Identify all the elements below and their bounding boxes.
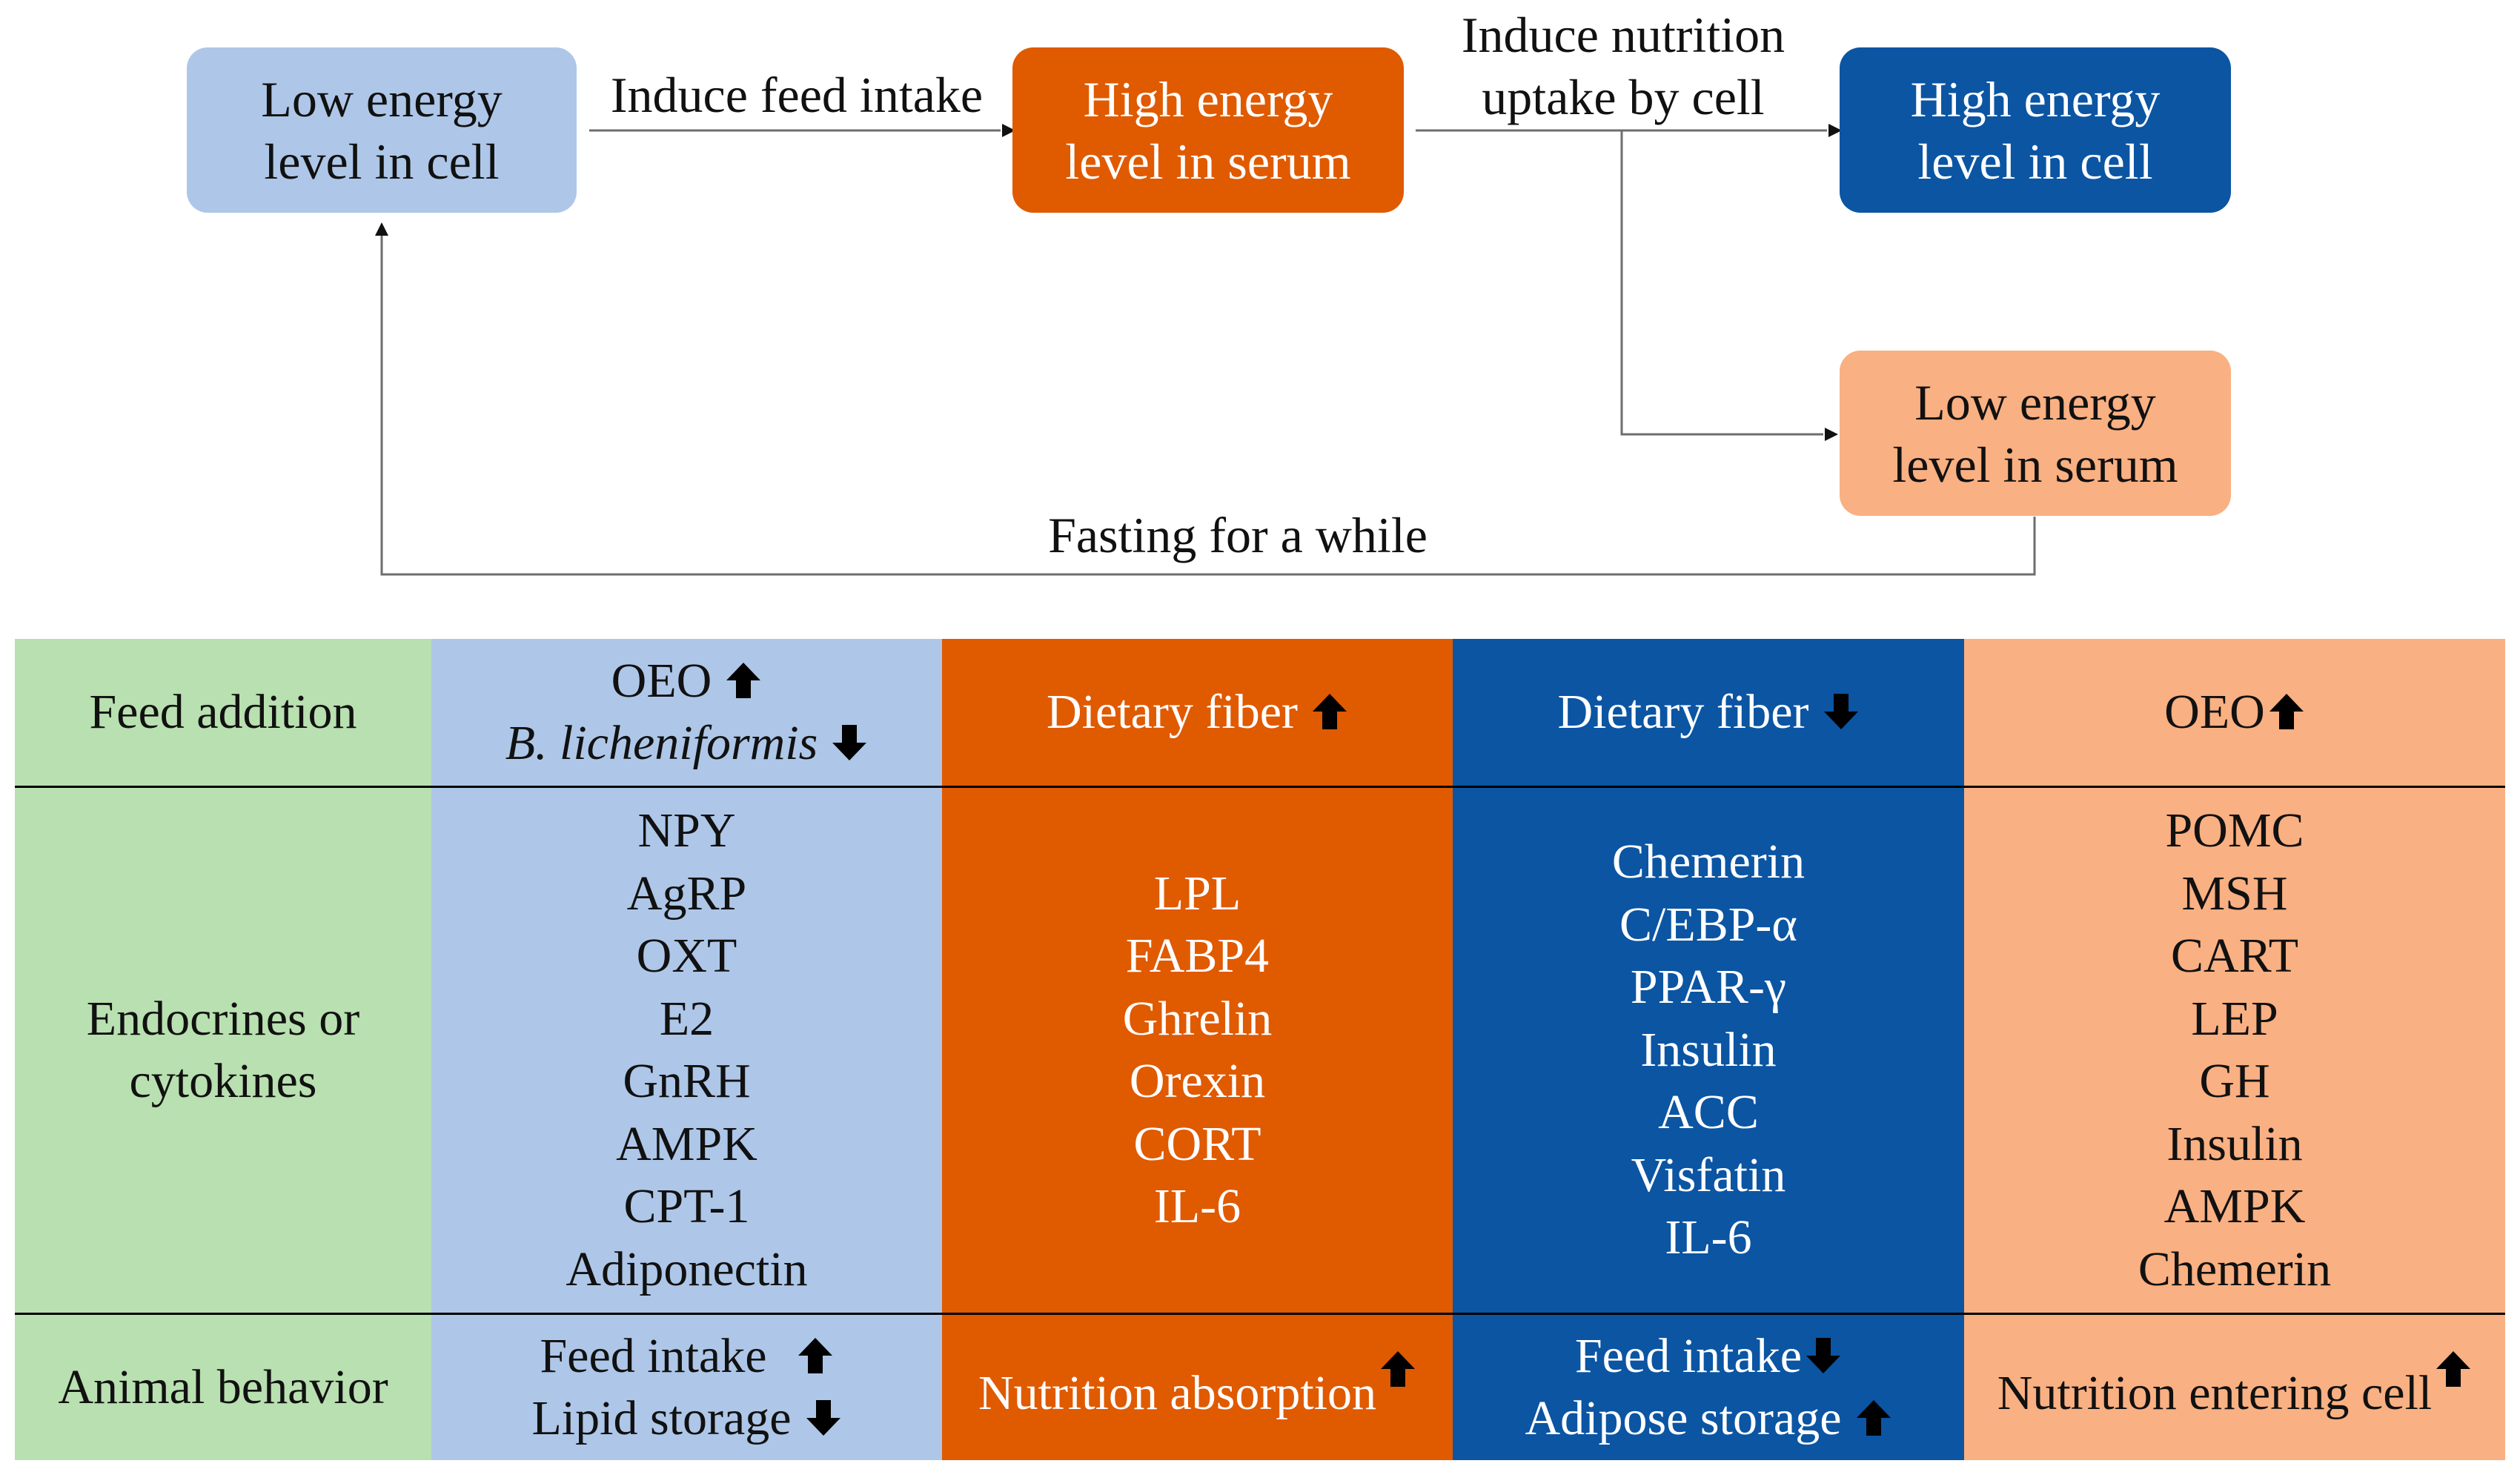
behavior-col2: Nutrition absorption — [942, 1313, 1453, 1460]
behavior-item: Nutrition absorption — [942, 1350, 1453, 1425]
arrow-up-icon — [1856, 1400, 1891, 1436]
arrow-down-icon — [1823, 693, 1858, 729]
marker-item: Visfatin — [1631, 1147, 1786, 1202]
behavior-item-text: Feed intake — [1574, 1328, 1803, 1383]
box-low-energy-serum: Low energy level in serum — [1840, 351, 2231, 516]
feed-item: OEO — [1964, 681, 2505, 744]
arrow-down-icon — [1806, 1337, 1841, 1373]
row-header-behavior: Animal behavior — [15, 1313, 431, 1460]
behavior-item: Feed intake — [431, 1325, 942, 1388]
marker-item: MSH — [2181, 866, 2288, 921]
marker-item: GnRH — [623, 1054, 751, 1108]
row-behavior: Animal behavior Feed intake Lipid storag… — [15, 1313, 2505, 1460]
marker-item: Chemerin — [2138, 1241, 2332, 1296]
box-low-energy-cell: Low energy level in cell — [187, 47, 577, 213]
box-high-energy-cell-label: High energy level in cell — [1910, 70, 2161, 190]
behavior-item: Adipose storage — [1453, 1388, 1964, 1451]
behavior-item-text: Feed intake — [540, 1328, 767, 1383]
behavior-item: Lipid storage — [431, 1388, 942, 1451]
endocrines-col1: NPY AgRP OXT E2 GnRH AMPK CPT-1 Adiponec… — [431, 786, 942, 1315]
feed-addition-col1: OEO B. licheniformis — [431, 639, 942, 788]
endocrines-col4: POMC MSH CART LEP GH Insulin AMPK Chemer… — [1964, 786, 2505, 1315]
behavior-col4: Nutrition entering cell — [1964, 1313, 2505, 1460]
row-header-endocrines: Endocrines or cytokines — [15, 786, 431, 1315]
feed-item-text: Dietary fiber — [1557, 684, 1809, 739]
feed-item-text: Dietary fiber — [1047, 684, 1298, 739]
feed-addition-col3: Dietary fiber — [1453, 639, 1964, 788]
marker-item: Insulin — [1640, 1022, 1777, 1077]
marker-item: E2 — [659, 991, 714, 1046]
behavior-item-text: Nutrition entering cell — [1997, 1366, 2433, 1421]
box-high-energy-serum: High energy level in serum — [1012, 47, 1404, 213]
endocrines-col3: Chemerin C/EBP-α PPAR-γ Insulin ACC Visf… — [1453, 786, 1964, 1315]
box-low-energy-serum-label: Low energy level in serum — [1892, 374, 2178, 493]
feed-item-text: OEO — [2164, 684, 2265, 739]
behavior-item: Feed intake — [1453, 1325, 1964, 1388]
arrow-up-icon — [2269, 693, 2304, 729]
behavior-item-text: Lipid storage — [531, 1391, 792, 1445]
row-endocrines: Endocrines or cytokines NPY AgRP OXT E2 … — [15, 786, 2505, 1315]
endocrines-col2: LPL FABP4 Ghrelin Orexin CORT IL-6 — [942, 786, 1453, 1315]
flow-connectors — [375, 124, 2036, 576]
box-low-energy-cell-label: Low energy level in cell — [261, 70, 503, 190]
marker-item: Ghrelin — [1122, 991, 1273, 1046]
behavior-item-text: Adipose storage — [1525, 1391, 1842, 1445]
feed-item: B. licheniformis — [431, 712, 942, 775]
arrow-down-icon — [806, 1400, 840, 1436]
marker-item: Adiponectin — [566, 1241, 808, 1296]
arrow-down-icon — [832, 725, 867, 760]
marker-item: CORT — [1133, 1116, 1261, 1171]
marker-item: GH — [2199, 1054, 2270, 1108]
row-header-feed-addition: Feed addition — [15, 639, 431, 788]
arrow-up-icon — [2436, 1351, 2471, 1388]
box-high-energy-serum-label: High energy level in serum — [1065, 70, 1351, 190]
box-high-energy-cell: High energy level in cell — [1840, 47, 2231, 213]
label-fasting: Fasting for a while — [1048, 507, 1428, 563]
behavior-col1: Feed intake Lipid storage — [431, 1313, 942, 1460]
marker-item: IL-6 — [1665, 1210, 1752, 1265]
marker-item: PPAR-γ — [1630, 960, 1787, 1015]
row-feed-addition: Feed addition OEO B. licheniformis Dieta… — [15, 639, 2505, 788]
marker-item: NPY — [637, 803, 736, 858]
feed-item-text: OEO — [611, 653, 712, 708]
marker-item: LEP — [2191, 991, 2278, 1046]
arrow-up-icon — [1313, 693, 1347, 729]
label-induce-feed-intake: Induce feed intake — [610, 67, 984, 123]
behavior-item: Nutrition entering cell — [1964, 1350, 2505, 1425]
behavior-item-text: Nutrition absorption — [978, 1366, 1377, 1421]
summary-table: Feed addition OEO B. licheniformis Dieta… — [15, 639, 2505, 1460]
marker-item: ACC — [1658, 1085, 1759, 1140]
feed-item-text: B. licheniformis — [505, 716, 818, 770]
marker-item: POMC — [2165, 803, 2304, 858]
marker-item: AgRP — [626, 866, 747, 921]
marker-item: OXT — [636, 929, 737, 983]
marker-item: Insulin — [2166, 1116, 2303, 1171]
marker-item: CPT-1 — [623, 1179, 750, 1233]
marker-item: LPL — [1153, 866, 1241, 921]
marker-item: Orexin — [1129, 1054, 1266, 1108]
feed-addition-col2: Dietary fiber — [942, 639, 1453, 788]
marker-item: FABP4 — [1125, 929, 1270, 983]
arrow-up-icon — [798, 1337, 832, 1373]
feed-item: Dietary fiber — [942, 681, 1453, 744]
feed-addition-col4: OEO — [1964, 639, 2505, 788]
label-induce-nutrition-uptake: Induce nutrition uptake by cell — [1461, 7, 1785, 125]
arrow-up-icon — [1381, 1351, 1416, 1388]
marker-item: CART — [2170, 929, 2299, 983]
marker-item: AMPK — [616, 1116, 757, 1171]
arrow-to-low-serum — [1620, 130, 1823, 436]
marker-item: C/EBP-α — [1619, 897, 1797, 952]
arrow-up-icon — [726, 662, 761, 698]
arrow-fasting-loop — [380, 230, 2036, 576]
feed-item: Dietary fiber — [1453, 681, 1964, 744]
marker-item: AMPK — [2163, 1179, 2306, 1233]
marker-item: IL-6 — [1153, 1179, 1241, 1233]
behavior-col3: Feed intake Adipose storage — [1453, 1313, 1964, 1460]
marker-item: Chemerin — [1611, 835, 1806, 889]
feed-item: OEO — [431, 650, 942, 713]
